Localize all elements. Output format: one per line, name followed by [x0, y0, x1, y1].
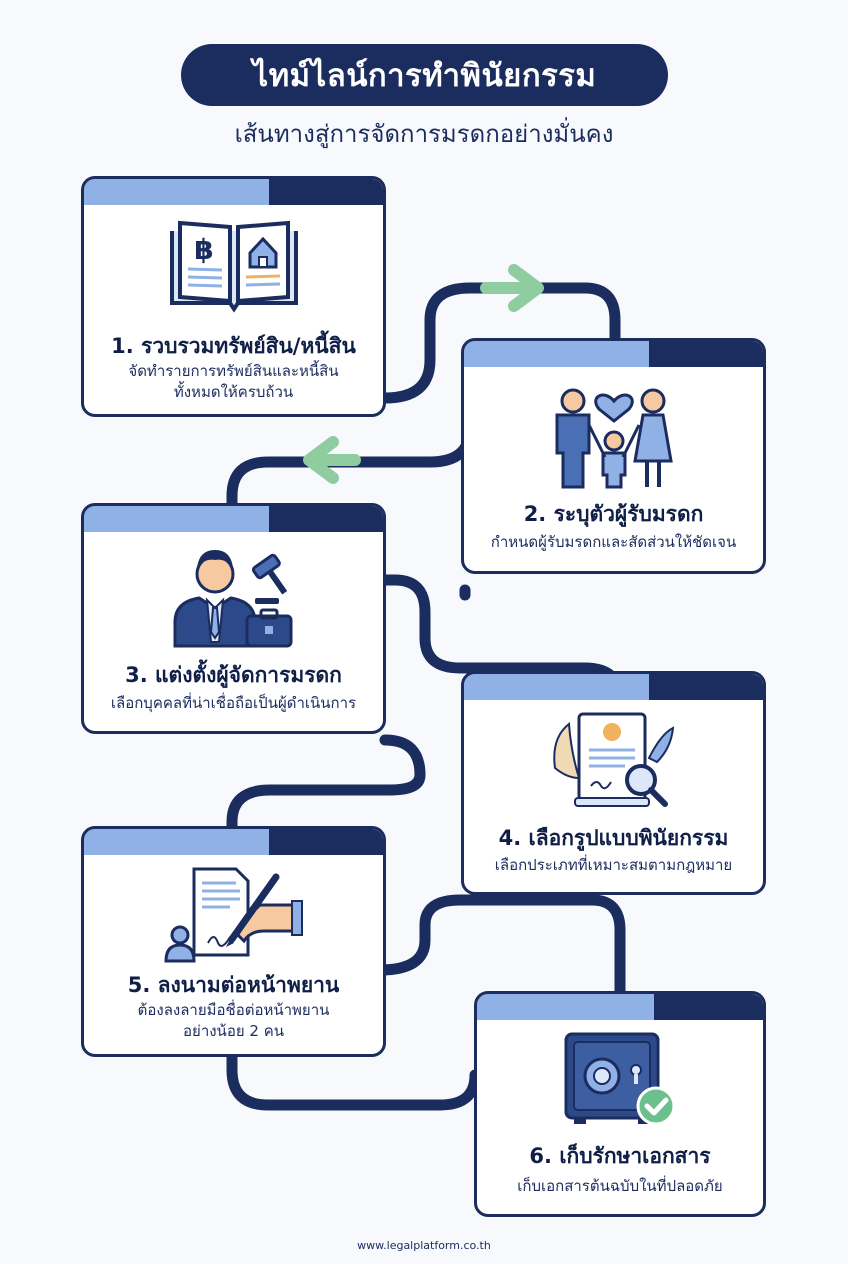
- title-banner: ไทม์ไลน์การทำพินัยกรรม: [181, 44, 668, 106]
- step-title: 3. แต่งตั้งผู้จัดการมรดก: [125, 663, 342, 687]
- step-description: เลือกบุคคลที่น่าเชื่อถือเป็นผู้ดำเนินการ: [110, 694, 357, 712]
- step-card-6: 6. เก็บรักษาเอกสาร เก็บเอกสารต้นฉบับในที…: [474, 991, 766, 1217]
- footer-url: www.legalplatform.co.th: [357, 1239, 491, 1252]
- step-card-1: ฿ 1. รวบรวมทรัพย์สิน/หนี้สิน จัดทำรายการ…: [81, 176, 386, 417]
- lawyer-gavel-icon: [173, 550, 292, 648]
- step-card-5: 5. ลงนามต่อหน้าพยาน ต้องลงลายมือชื่อต่อห…: [81, 826, 386, 1057]
- svg-text:฿: ฿: [194, 233, 213, 266]
- step-description: เลือกประเภทที่เหมาะสมตามกฎหมาย: [494, 856, 733, 874]
- step-card-2: 2. ระบุตัวผู้รับมรดก กำหนดผู้รับมรดกและส…: [461, 338, 766, 574]
- step-card-4: 4. เลือกรูปแบบพินัยกรรม เลือกประเภทที่เห…: [461, 671, 766, 895]
- step-description: เก็บเอกสารต้นฉบับในที่ปลอดภัย: [517, 1177, 723, 1195]
- step-title: 6. เก็บรักษาเอกสาร: [529, 1144, 711, 1168]
- step-description: กำหนดผู้รับมรดกและสัดส่วนให้ชัดเจน: [490, 533, 737, 551]
- signing-document-icon: [163, 867, 303, 963]
- step-title: 1. รวบรวมทรัพย์สิน/หนี้สิน: [111, 334, 356, 358]
- ledger-book-icon: ฿: [169, 220, 298, 313]
- arrow-right-icon: [480, 264, 544, 312]
- safe-check-icon: [564, 1032, 676, 1126]
- arrow-left-icon: [303, 436, 361, 484]
- step-title: 2. ระบุตัวผู้รับมรดก: [523, 502, 704, 526]
- document-magnifier-icon: [552, 712, 674, 807]
- page-title: ไทม์ไลน์การทำพินัยกรรม: [252, 58, 597, 94]
- step-title: 5. ลงนามต่อหน้าพยาน: [127, 973, 340, 997]
- step-title: 4. เลือกรูปแบบพินัยกรรม: [498, 826, 729, 850]
- step-description: ต้องลงลายมือชื่อต่อหน้าพยาน อย่างน้อย 2 …: [137, 1001, 330, 1040]
- step-description: จัดทำรายการทรัพย์สินและหนี้สิน ทั้งหมดให…: [128, 362, 339, 401]
- family-icon: [555, 388, 673, 489]
- step-card-3: 3. แต่งตั้งผู้จัดการมรดก เลือกบุคคลที่น่…: [81, 503, 386, 734]
- page-subtitle: เส้นทางสู่การจัดการมรดกอย่างมั่นคง: [234, 120, 614, 148]
